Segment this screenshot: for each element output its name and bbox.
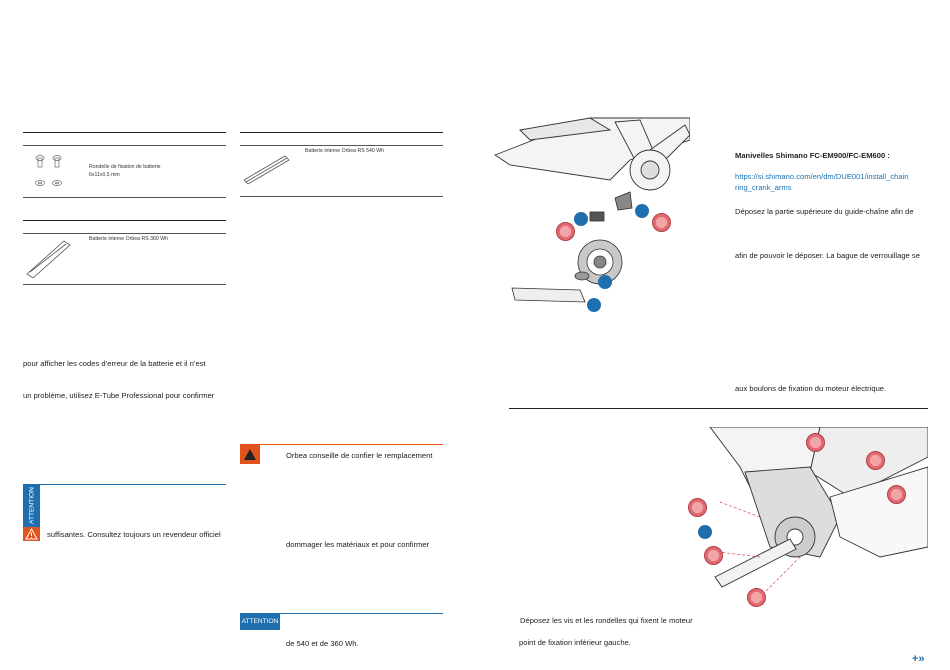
warning-text-2: dommager les matériaux et pour confirmer (286, 540, 430, 549)
step-marker-3 (598, 275, 612, 289)
washer-dimensions: 6x11x0,5 mm (89, 172, 120, 178)
step-marker-5 (698, 525, 712, 539)
right-paragraph-2: afin de pouvoir le déposer. La bague de … (735, 251, 920, 260)
table2-bottom-rule (23, 284, 226, 285)
right-paragraph-5: point de fixation inférieur gauche. (519, 638, 631, 647)
left-paragraph-1: pour afficher les codes d’erreur de la b… (23, 359, 206, 368)
bolt-marker-5 (887, 485, 906, 504)
warning-text: Orbea conseille de confier le remplaceme… (286, 451, 433, 460)
attention-vertical-badge: ATTENTION (23, 485, 40, 527)
mid-attention-label: ATTENTION (241, 618, 279, 625)
mid-attention-text: de 540 et de 360 Wh. (286, 639, 359, 648)
mid-attention-badge: ATTENTION (240, 614, 280, 630)
battery-360-label: Batterie interne Orbea RS 360 Wh (89, 236, 169, 242)
attention-vertical-label: ATTENTION (28, 487, 36, 524)
step-marker-2 (635, 204, 649, 218)
mid-table-bottom-rule (240, 196, 443, 197)
mid-table-top-rule (240, 132, 443, 133)
table2-top-rule (23, 220, 226, 221)
right-paragraph-1: Déposez la partie supérieure du guide-ch… (735, 207, 914, 216)
battery-washer-image (35, 155, 62, 186)
attention-rule (23, 484, 226, 485)
step-marker-4 (587, 298, 601, 312)
crank-exploded-diagram (494, 117, 690, 303)
mid-table-header-rule (240, 145, 443, 146)
bolt-marker-1 (556, 222, 575, 241)
bolt-marker-8 (747, 588, 766, 607)
table-row-rule (23, 197, 226, 198)
right-paragraph-4: Déposez les vis et les rondelles qui fix… (520, 616, 693, 625)
mid-attention-rule (240, 613, 443, 614)
next-page-icon[interactable]: +» (912, 653, 925, 665)
table2-header-rule (23, 233, 226, 234)
bolt-marker-4 (866, 451, 885, 470)
install-guide-link-line1[interactable]: https://si.shimano.com/en/dm/DUE001/inst… (735, 172, 909, 181)
warning-badge (240, 445, 260, 464)
bolt-marker-3 (806, 433, 825, 452)
right-paragraph-3: aux boulons de fixation du moteur électr… (735, 384, 887, 393)
warning-triangle-icon (25, 527, 38, 540)
warning-icon-box (23, 527, 40, 541)
install-guide-link-line2[interactable]: ring_crank_arms (735, 183, 792, 192)
washer-item-label: Rondelle de fixation de batterie (89, 164, 161, 170)
bolt-marker-6 (688, 498, 707, 517)
table-header-rule (23, 145, 226, 146)
section-divider (509, 408, 928, 409)
battery-540-image (243, 155, 290, 185)
crank-heading: Manivelles Shimano FC-EM900/FC-EM600 : (735, 151, 890, 160)
step-marker-1 (574, 212, 588, 226)
bolt-marker-2 (652, 213, 671, 232)
battery-540-label: Batterie interne Orbea RS 540 Wh (305, 148, 385, 154)
warning-rule (240, 444, 443, 445)
left-paragraph-2: un problème, utilisez E-Tube Professiona… (23, 391, 215, 400)
warning-triangle-icon (244, 449, 256, 460)
bolt-marker-7 (704, 546, 723, 565)
motor-mount-diagram (709, 427, 928, 593)
table-top-rule (23, 132, 226, 133)
attention-text-left: suffisantes. Consultez toujours un reven… (47, 530, 221, 539)
battery-360-image (26, 240, 71, 278)
